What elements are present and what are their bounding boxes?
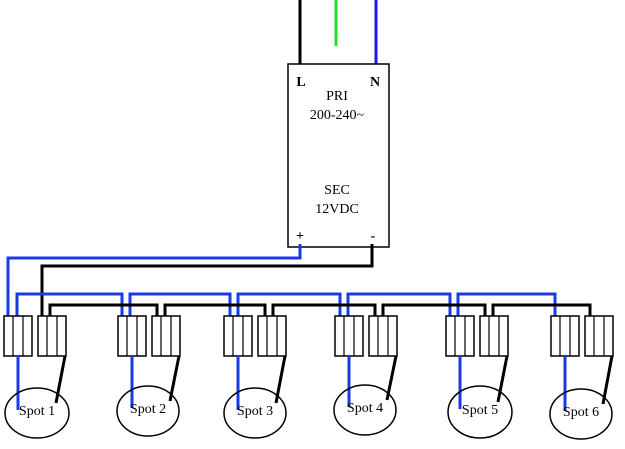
negative-chain-wire xyxy=(48,303,159,316)
terminal-block-positive-body xyxy=(445,315,475,357)
spot-circle xyxy=(223,387,287,439)
terminal-block-negative xyxy=(368,315,398,357)
spot-label: Spot 1 xyxy=(19,404,55,419)
spot-label: Spot 2 xyxy=(130,402,166,417)
spot-5: Spot 5 xyxy=(447,355,513,439)
negative-chain-wire xyxy=(271,303,377,316)
spot-negative-lead xyxy=(601,355,614,405)
spot-2: Spot 2 xyxy=(116,355,181,437)
terminal-block-negative xyxy=(479,315,509,357)
spot-3: Spot 3 xyxy=(223,355,287,439)
spot-1: Spot 1 xyxy=(4,355,70,439)
spot-circle xyxy=(116,385,180,437)
negative-chain-wire xyxy=(381,303,487,316)
terminal-block-negative xyxy=(151,315,181,357)
transformer-box xyxy=(287,63,390,248)
transformer: L N PRI 200-240~ SEC 12VDC + - xyxy=(287,63,390,248)
spot-negative-lead xyxy=(496,355,509,403)
terminal-block-positive-body xyxy=(334,315,364,357)
spot-lights: Spot 1 Spot 2 Spot 3 Spot 4 Spot 5 Spot 6 xyxy=(4,355,614,440)
spot-label: Spot 4 xyxy=(347,401,383,416)
spot-negative-lead xyxy=(385,355,398,401)
positive-feed-wire xyxy=(6,244,302,316)
terminal-block-positive-body xyxy=(117,315,147,357)
spot-negative-lead xyxy=(54,355,67,404)
spot-circle xyxy=(4,387,70,439)
terminal-block-positive xyxy=(334,315,364,357)
terminal-block-positive xyxy=(3,315,33,357)
terminal-block-positive xyxy=(550,315,580,357)
terminal-block-negative-body xyxy=(584,315,614,357)
terminal-block-negative-body xyxy=(257,315,287,357)
spot-circle xyxy=(549,388,613,440)
primary-label: PRI xyxy=(326,89,348,104)
secondary-label: SEC xyxy=(324,183,350,198)
spot-circle xyxy=(333,384,397,436)
spot-4: Spot 4 xyxy=(333,355,398,436)
terminal-positive-label: + xyxy=(296,229,304,244)
terminal-block-positive-body xyxy=(550,315,580,357)
terminal-block-negative-body xyxy=(368,315,398,357)
spot-label: Spot 5 xyxy=(462,403,498,418)
spot-label: Spot 6 xyxy=(563,405,599,420)
dc-wiring xyxy=(6,244,592,316)
negative-chain-wire xyxy=(163,303,267,316)
terminal-block-negative xyxy=(37,315,67,357)
terminal-blocks xyxy=(3,315,614,357)
negative-chain-wire xyxy=(491,303,592,316)
secondary-voltage: 12VDC xyxy=(315,202,359,217)
terminal-negative-label: - xyxy=(371,229,376,244)
primary-voltage: 200-240~ xyxy=(310,108,365,123)
terminal-neutral-label: N xyxy=(370,75,380,90)
mains-wires xyxy=(298,0,378,64)
terminal-block-negative-body xyxy=(479,315,509,357)
terminal-live-label: L xyxy=(296,75,305,90)
terminal-block-negative xyxy=(257,315,287,357)
spot-negative-lead xyxy=(168,355,181,402)
terminal-block-positive xyxy=(445,315,475,357)
negative-feed-wire xyxy=(40,244,374,316)
terminal-block-positive-body xyxy=(3,315,33,357)
spot-label: Spot 3 xyxy=(237,404,273,419)
terminal-block-positive xyxy=(223,315,253,357)
spot-6: Spot 6 xyxy=(549,355,614,440)
terminal-block-positive-body xyxy=(223,315,253,357)
spot-circle xyxy=(447,385,513,439)
terminal-block-positive xyxy=(117,315,147,357)
terminal-block-negative xyxy=(584,315,614,357)
terminal-block-negative-body xyxy=(37,315,67,357)
terminal-block-negative-body xyxy=(151,315,181,357)
